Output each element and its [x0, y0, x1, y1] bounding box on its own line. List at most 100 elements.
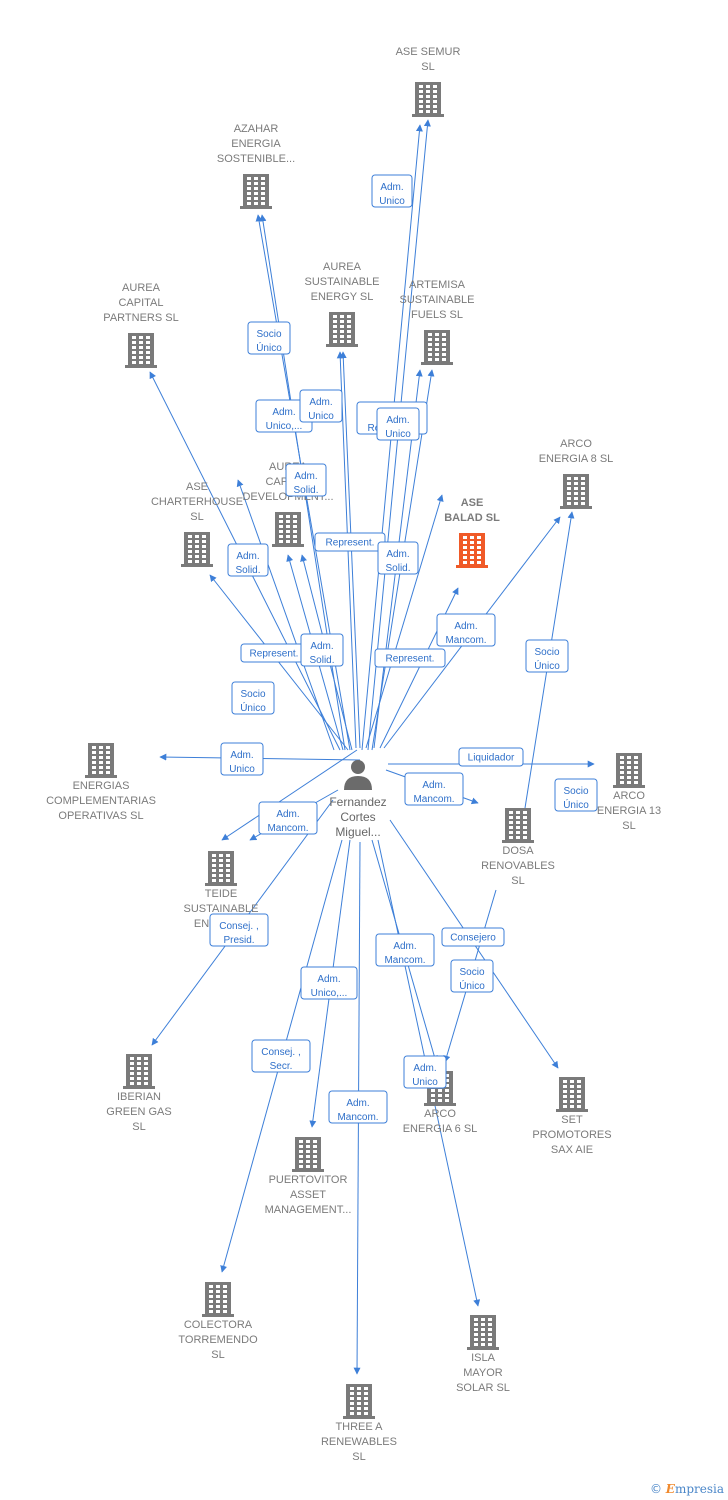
company-label-line: ARCO — [613, 790, 645, 802]
relation-label-text: Adm. — [386, 549, 409, 560]
person-name-line: Miguel... — [335, 825, 380, 839]
relation-label-r-artemisa-2[interactable]: Adm.Unico — [376, 407, 420, 441]
relation-label-text: Único — [459, 979, 485, 992]
relation-edge — [379, 587, 459, 749]
relation-label-text: Adm. — [310, 641, 333, 652]
company-label-line: SL — [211, 1349, 224, 1361]
company-node-puertovitor[interactable]: PUERTOVITORASSETMANAGEMENT... — [265, 1137, 352, 1216]
company-label-line: PROMOTORES — [532, 1129, 611, 1141]
relation-label-r-arco8-1[interactable]: Adm.Mancom. — [436, 613, 496, 647]
relation-label-r-charter-2[interactable]: Represent. — [240, 643, 308, 663]
relation-label-text: Adm. — [236, 551, 259, 562]
company-label-line: ENERGIA 6 SL — [403, 1123, 478, 1135]
person-name-line: Cortes — [340, 810, 375, 824]
relation-label-r-cap-dev-3[interactable]: Adm. Solid. — [300, 633, 344, 667]
relation-edge — [221, 749, 358, 841]
relation-label-text: Socio — [459, 967, 484, 978]
relation-label-text: Liquidador — [468, 753, 515, 764]
relation-label-text: Adm. — [272, 407, 295, 418]
person-node[interactable]: FernandezCortesMiguel... — [329, 760, 387, 839]
company-label-line: ISLA — [471, 1352, 496, 1364]
relation-label-r-teide-2[interactable]: Adm.Mancom. — [258, 801, 318, 835]
relation-label-text: Mancom. — [445, 635, 486, 646]
company-label-line: SOSTENIBLE... — [217, 153, 295, 165]
company-label-line: THREE A — [335, 1421, 383, 1433]
relation-label-r-cap-dev-1[interactable]: Adm.Solid. — [285, 463, 327, 497]
company-label-line: AUREA — [323, 261, 362, 273]
company-label-line: ENERGIAS — [73, 780, 130, 792]
relation-label-text: Consej. , — [219, 921, 258, 932]
company-label-line: COLECTORA — [184, 1319, 253, 1331]
relation-label-text: Adm. — [309, 397, 332, 408]
company-label-line: ASE — [461, 497, 484, 509]
company-label-line: AUREA — [122, 282, 161, 294]
relation-label-text: Socio — [534, 647, 559, 658]
company-label-line: SAX AIE — [551, 1144, 593, 1156]
relation-label-text: Solid. — [309, 655, 334, 666]
nodes-layer: ASE SEMURSLAZAHARENERGIASOSTENIBLE...AUR… — [46, 46, 661, 1463]
company-label-line: IBERIAN — [117, 1091, 161, 1103]
company-label-line: GREEN GAS — [106, 1106, 171, 1118]
empresia-watermark[interactable]: © Empresia — [650, 1482, 724, 1496]
relation-label-r-arco6-1[interactable]: Adm.Mancom. — [375, 933, 435, 967]
relation-label-text: Adm. — [346, 1098, 369, 1109]
relation-label-r-iberian[interactable]: Consej. , Presid. — [209, 913, 269, 947]
relation-label-text: Consej. , — [261, 1047, 300, 1058]
company-label-line: DOSA — [502, 845, 534, 857]
relation-label-r-cap-dev-2[interactable]: Represent. — [314, 532, 386, 552]
copyright-symbol: © — [649, 1482, 662, 1496]
relation-label-text: Consejero — [450, 933, 496, 944]
company-node-azahar[interactable]: AZAHARENERGIASOSTENIBLE... — [217, 123, 295, 209]
relation-label-text: Socio — [240, 689, 265, 700]
relation-label-text: Único — [563, 798, 589, 811]
relation-label-text: Solid. — [293, 485, 318, 496]
relation-label-r-charter[interactable]: Adm.Solid. — [227, 543, 269, 577]
relation-label-r-ase-semur[interactable]: Adm.Unico — [371, 174, 413, 208]
relation-label-r-balad-2[interactable]: Represent. — [374, 648, 446, 668]
company-label-line: ARCO — [424, 1108, 456, 1120]
relation-label-r-colectora[interactable]: Consej. ,Secr. — [251, 1039, 311, 1073]
relation-label-r-set[interactable]: Consejero — [441, 927, 505, 947]
brand-initial: E — [665, 1482, 675, 1496]
company-label-line: ENERGIA — [231, 138, 281, 150]
company-label-line: SL — [622, 820, 635, 832]
relation-label-text: Unico — [412, 1077, 438, 1088]
relation-label-r-energias[interactable]: Adm.Unico — [220, 742, 264, 776]
relation-edge — [365, 494, 444, 749]
relation-label-r-aurea-sust[interactable]: Adm.Unico — [299, 389, 343, 423]
relation-label-r-dosa[interactable]: Adm.Mancom. — [404, 772, 464, 806]
company-label-line: PARTNERS SL — [103, 312, 178, 324]
edge-labels-layer: Adm.UnicoSocioÚnicoAdm.Unico,...Adm.Unic… — [209, 174, 598, 1124]
relation-label-text: Adm. — [230, 750, 253, 761]
relation-label-r-puerto[interactable]: Adm.Unico,... — [300, 966, 358, 1000]
company-label-line: ENERGIA 8 SL — [539, 453, 614, 465]
relation-label-r-isla[interactable]: Adm. Unico — [403, 1055, 447, 1089]
relation-label-r-balad-1[interactable]: Adm.Solid. — [377, 541, 419, 575]
relation-label-text: Presid. — [223, 935, 254, 946]
relation-label-r-arco13-1[interactable]: Liquidador — [458, 747, 524, 767]
relation-label-text: Adm. — [413, 1063, 436, 1074]
relation-label-r-three-a[interactable]: Adm.Mancom. — [328, 1090, 388, 1124]
company-label-line: PUERTOVITOR — [269, 1174, 348, 1186]
